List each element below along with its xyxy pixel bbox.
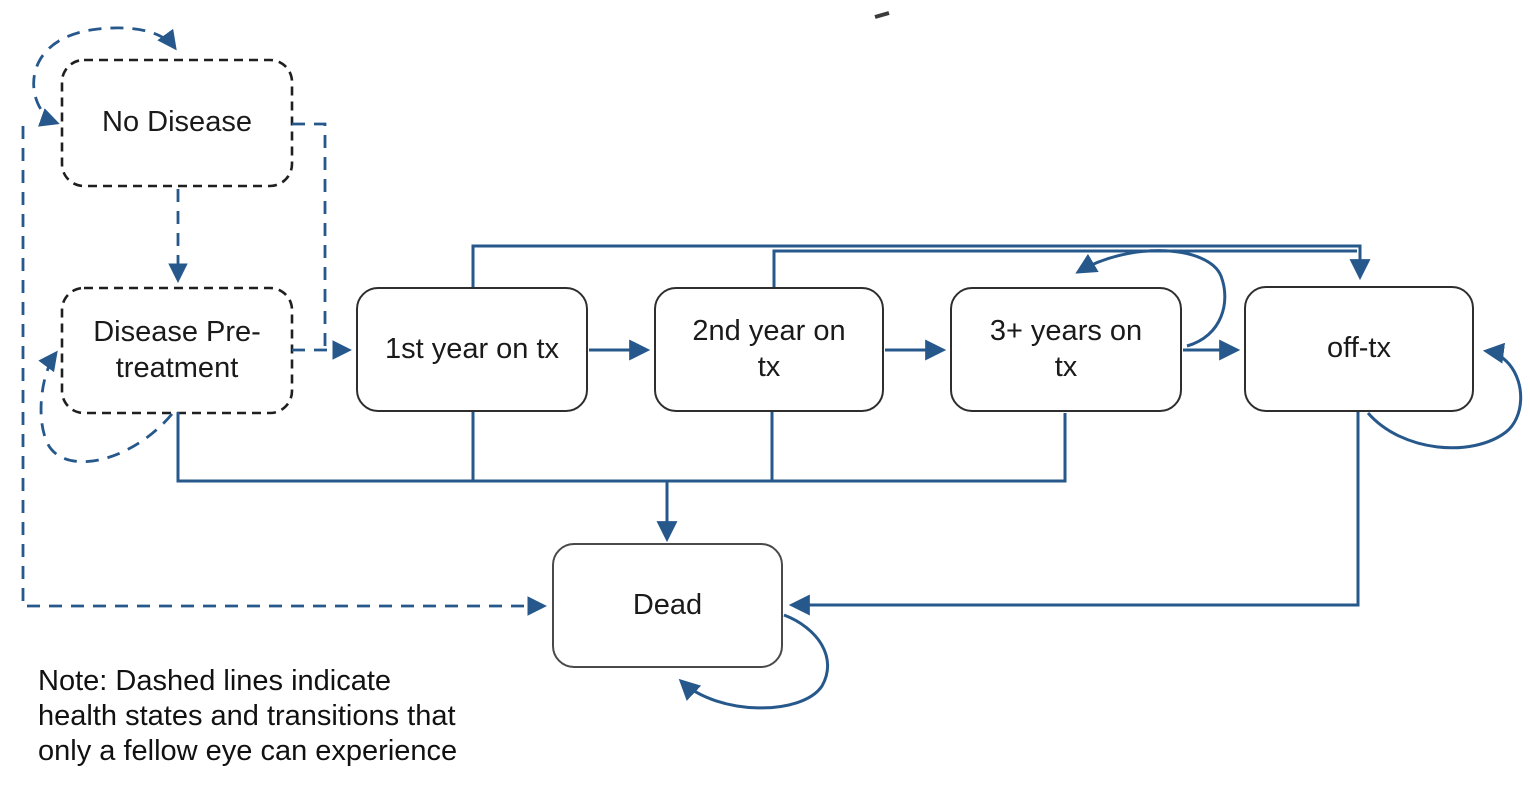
state-year1: 1st year on tx [356,287,588,412]
state-year1-label: 1st year on tx [384,332,560,365]
state-year3-label: 3+ years on tx [989,315,1143,383]
legend-note-line-1: Note: Dashed lines indicate [38,665,392,697]
legend-note: Note: Dashed lines indicate health state… [38,664,457,769]
state-dead: Dead [552,543,783,668]
year2-to-offtx-top-connector [772,249,1357,288]
no-disease-to-dead-arrow [21,126,547,616]
state-year2: 2nd year on tx [654,287,884,412]
pre-treatment-self-loop-arrow [38,350,174,463]
bottom-collector-line [176,412,1067,483]
offtx-to-dead-arrow [788,412,1360,616]
offtx-self-loop-arrow [1366,342,1523,450]
state-year3: 3+ years on tx [950,287,1182,412]
state-year2-label: 2nd year on tx [692,315,846,383]
artifact-tick [874,11,890,19]
state-dead-label: Dead [632,588,703,621]
state-no-disease-label: No Disease [102,106,252,139]
state-no-disease: No Disease [62,60,292,186]
legend-note-line-2: health states and transitions that [38,700,456,732]
legend-note-line-3: only a fellow eye can experience [38,735,458,767]
no-disease-self-loop-arrow [32,26,177,127]
state-off-tx-label: off-tx [1327,332,1391,365]
state-off-tx: off-tx [1244,286,1474,412]
no-disease-to-year1-connector [292,122,327,350]
dead-self-loop-arrow [678,613,830,710]
year3-self-loop-arrow [1075,249,1227,348]
year1-to-offtx-top-connector [471,244,1371,288]
state-pre-treatment-label: Disease Pre-treatment [93,316,261,384]
state-pre-treatment: Disease Pre-treatment [62,288,292,413]
